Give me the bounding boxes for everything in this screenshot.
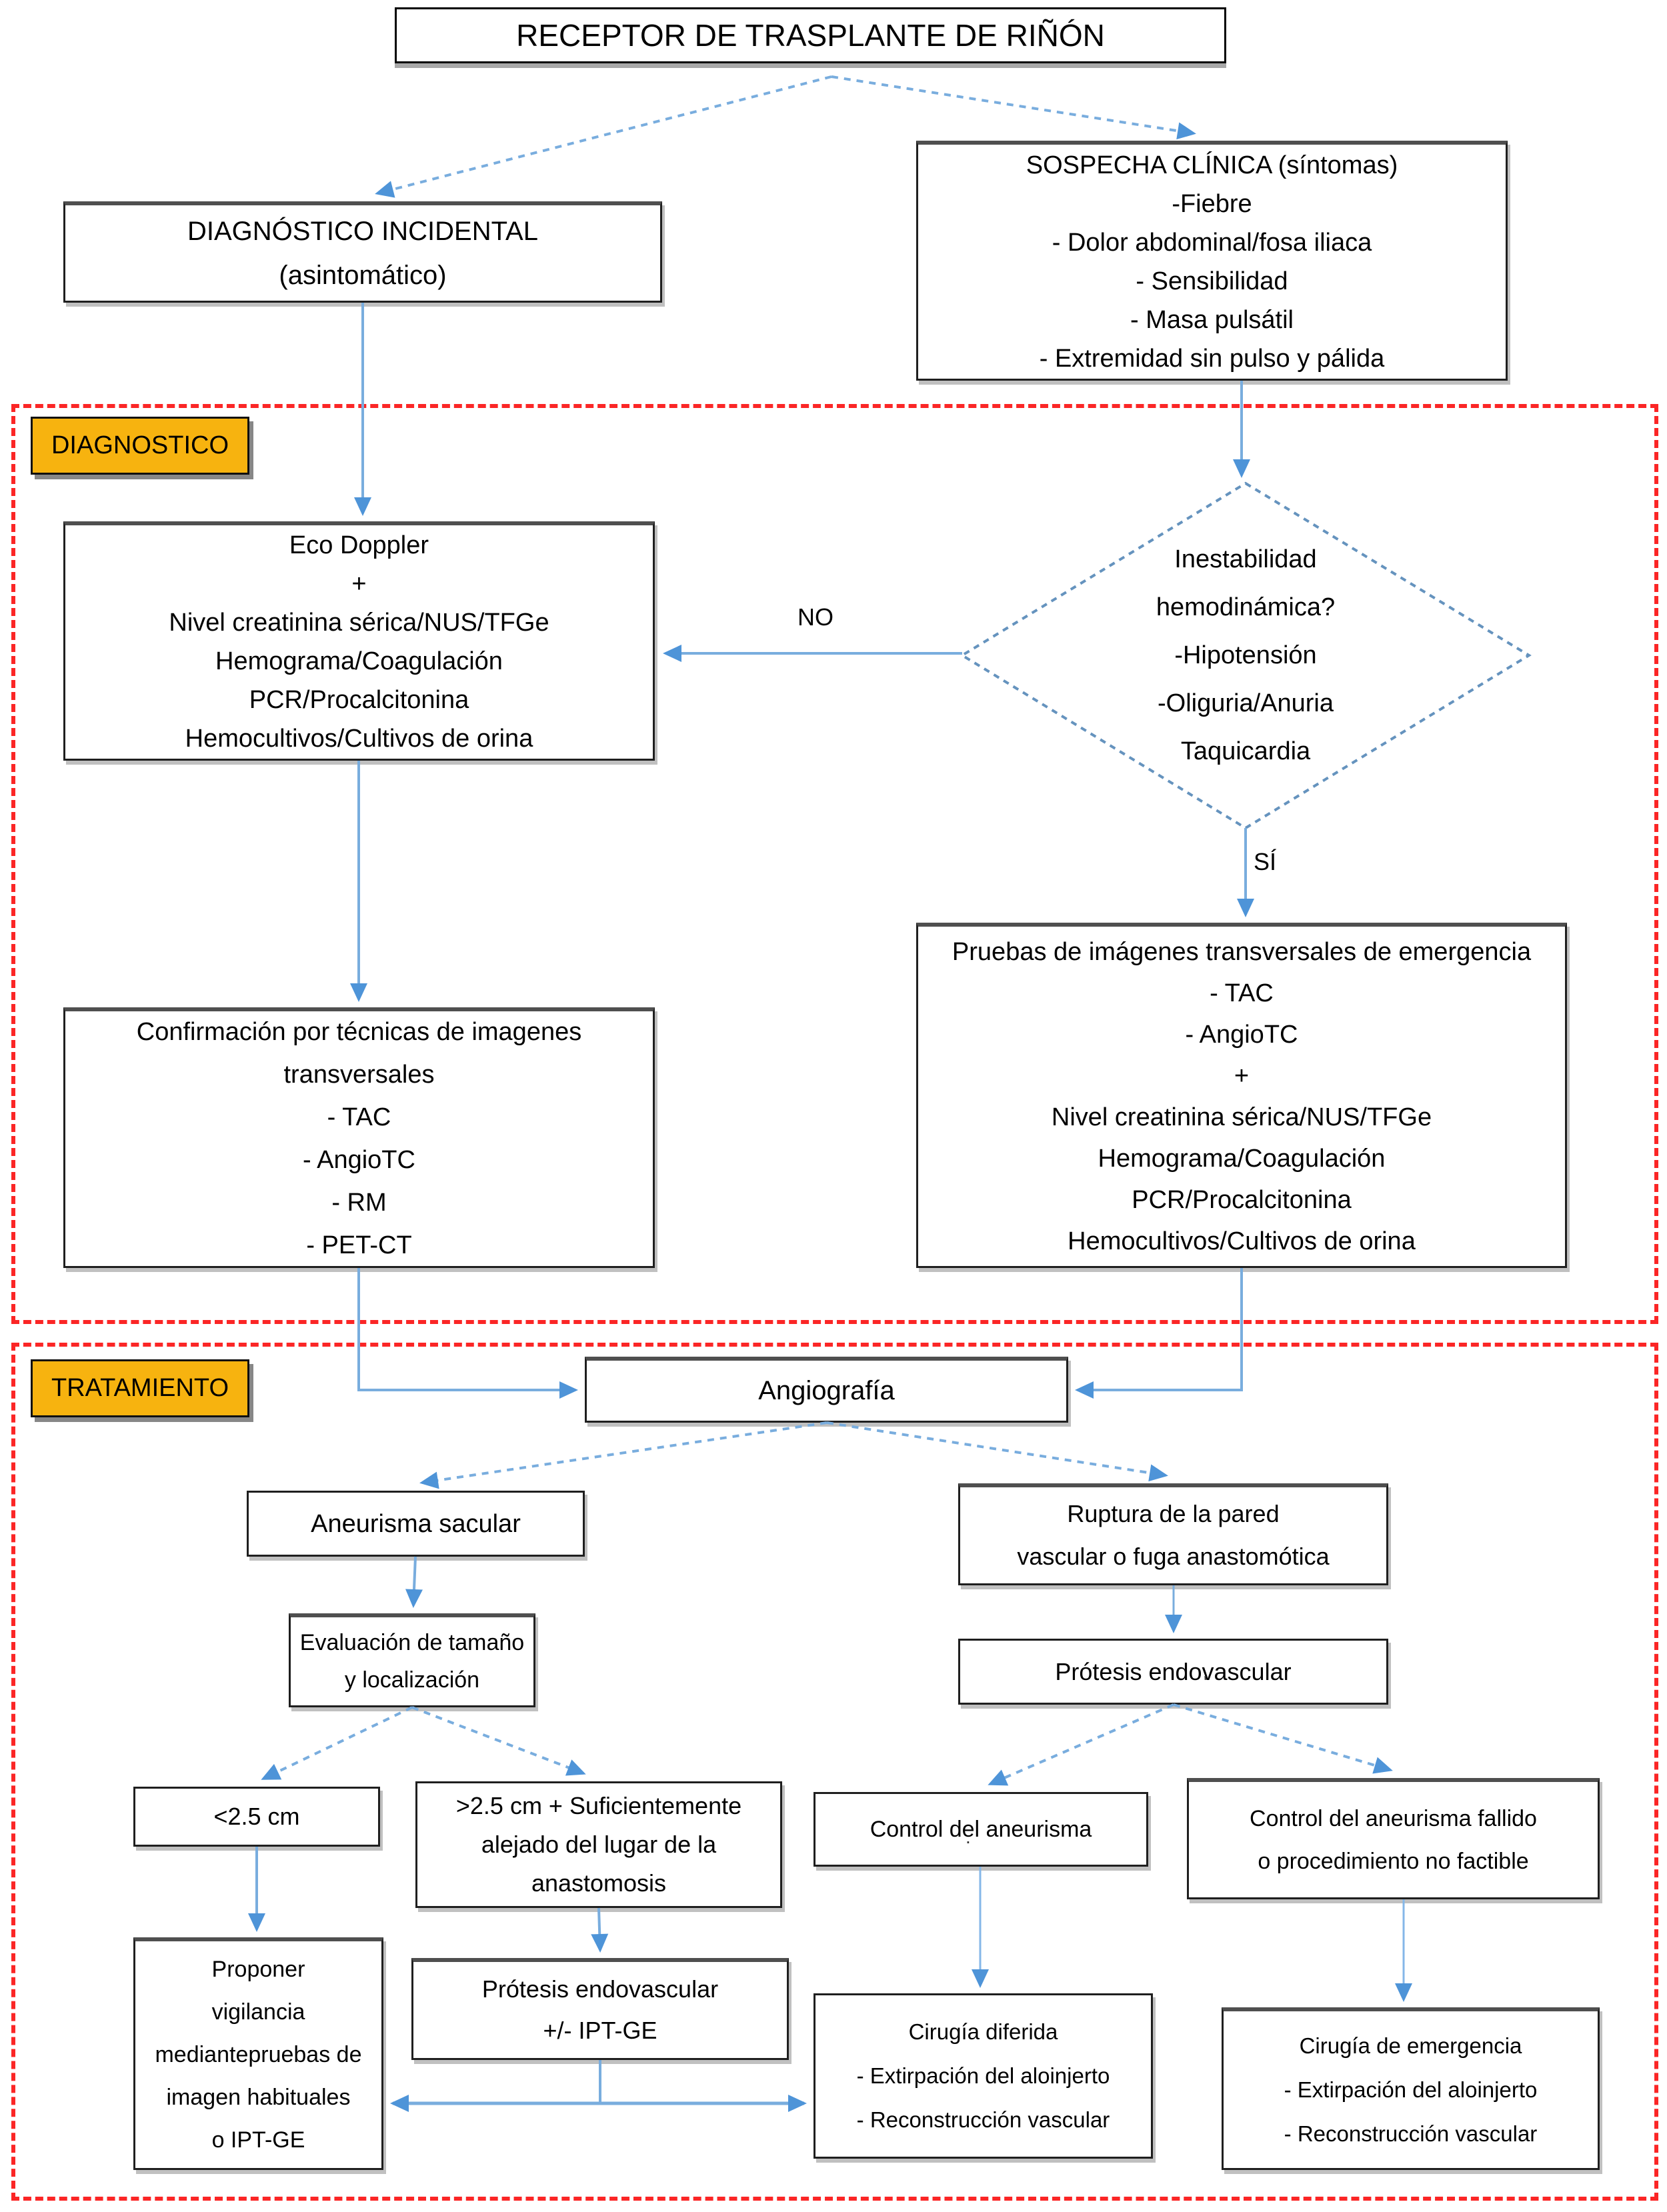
node-protesis-iptge: Prótesis endovascular +/- IPT-GE xyxy=(411,1958,789,2060)
node-menor-25cm: <2.5 cm xyxy=(133,1787,380,1847)
section-label-diagnostico-text: DIAGNOSTICO xyxy=(51,431,229,459)
arrow-title-to-sospecha xyxy=(831,75,1196,140)
node-angiografia: Angiografía xyxy=(585,1357,1068,1423)
node-inestabilidad-diamond: Inestabilidad hemodinámica? -Hipotensión… xyxy=(1156,545,1336,765)
section-label-tratamiento: TRATAMIENTO xyxy=(31,1359,249,1417)
section-label-tratamiento-text: TRATAMIENTO xyxy=(51,1374,229,1402)
node-proponer-vigilancia: Proponer vigilancia mediantepruebas de i… xyxy=(133,1937,383,2170)
section-label-diagnostico: DIAGNOSTICO xyxy=(31,417,249,475)
node-control-aneurisma: Control del aneurisma xyxy=(813,1792,1148,1867)
tratamiento-region-border xyxy=(11,1343,1658,2201)
stray-mark-protesis: ' xyxy=(1204,1672,1208,1693)
node-eco-doppler: Eco Doppler + Nivel creatinina sérica/NU… xyxy=(63,521,655,761)
node-aneurisma-sacular: Aneurisma sacular xyxy=(247,1491,585,1557)
node-sospecha-clinica: SOSPECHA CLÍNICA (síntomas) -Fiebre - Do… xyxy=(916,141,1508,381)
diagnostico-region-border xyxy=(11,404,1658,1324)
node-pruebas-emergencia: Pruebas de imágenes transversales de eme… xyxy=(916,923,1567,1268)
page-title: RECEPTOR DE TRASPLANTE DE RIÑÓN xyxy=(516,18,1105,53)
node-diagnostico-incidental: DIAGNÓSTICO INCIDENTAL (asintomático) xyxy=(63,201,662,303)
node-mayor-25cm: >2.5 cm + Suficientemente alejado del lu… xyxy=(415,1781,782,1908)
node-cirugia-emergencia: Cirugía de emergencia - Extirpación del … xyxy=(1222,2007,1600,2170)
node-confirmacion-imagenes: Confirmación por técnicas de imagenes tr… xyxy=(63,1007,655,1268)
node-ruptura-pared: Ruptura de la pared vascular o fuga anas… xyxy=(958,1483,1388,1585)
node-evaluacion-tamano: Evaluación de tamaño y localización xyxy=(289,1613,535,1707)
title-node: RECEPTOR DE TRASPLANTE DE RIÑÓN xyxy=(395,7,1226,63)
arrow-title-to-incidental xyxy=(375,75,832,198)
edge-label-si: SÍ xyxy=(1254,848,1277,875)
stray-mark-control: . xyxy=(966,1827,971,1847)
node-control-aneurisma-fallido: Control del aneurisma fallido o procedim… xyxy=(1187,1778,1600,1899)
node-protesis-endovascular: Prótesis endovascular xyxy=(958,1639,1388,1705)
node-cirugia-diferida: Cirugía diferida - Extirpación del aloin… xyxy=(813,1993,1153,2159)
edge-label-no: NO xyxy=(797,603,833,631)
